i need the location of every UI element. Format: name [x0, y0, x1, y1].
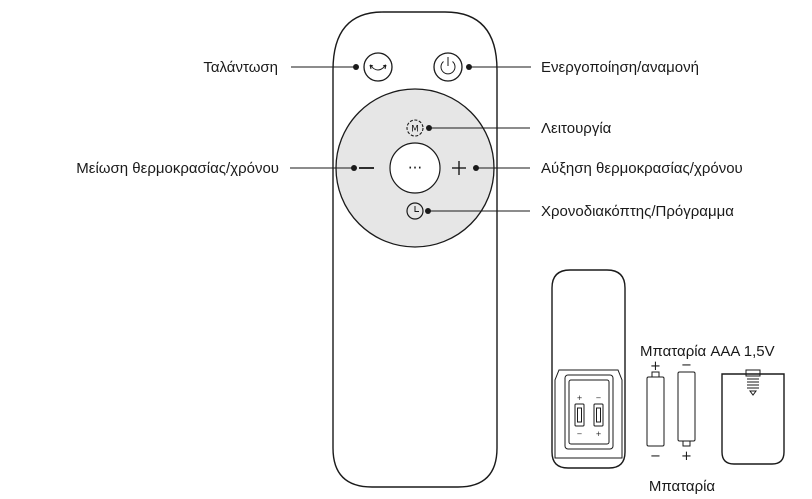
battery-cover-icon — [721, 369, 785, 465]
label-battery: Μπαταρία — [649, 478, 716, 495]
svg-text:+: + — [577, 394, 583, 402]
plus-button[interactable] — [452, 161, 466, 175]
svg-text:−: − — [596, 394, 602, 402]
label-increase: Αύξηση θερμοκρασίας/χρόνου — [541, 160, 743, 177]
label-timer-program: Χρονοδιακόπτης/Πρόγραμμα — [541, 203, 734, 220]
menu-icon: ··· — [408, 159, 422, 177]
power-button[interactable] — [433, 52, 463, 82]
remote-back-view: + − − + — [551, 269, 626, 469]
label-oscillation: Ταλάντωση — [203, 59, 278, 76]
svg-text:+: + — [596, 430, 602, 438]
power-icon — [440, 57, 456, 75]
svg-text:−: − — [577, 430, 583, 438]
label-power-standby: Ενεργοποίηση/αναμονή — [541, 59, 699, 76]
mode-button[interactable]: M — [406, 119, 424, 137]
svg-text:+: + — [650, 359, 661, 374]
mode-icon — [406, 119, 424, 137]
oscillation-button[interactable] — [363, 52, 393, 82]
label-battery-type: Μπαταρία AAA 1,5V — [640, 343, 775, 360]
remote-body — [332, 11, 498, 488]
clock-icon — [406, 202, 424, 220]
oscillation-icon — [369, 64, 387, 71]
label-mode: Λειτουργία — [541, 120, 612, 137]
center-button[interactable] — [389, 142, 441, 194]
svg-text:−: − — [681, 358, 692, 373]
timer-button[interactable] — [406, 202, 424, 220]
battery-icon: + − − + — [646, 358, 696, 464]
svg-text:−: − — [650, 449, 661, 464]
label-decrease: Μείωση θερμοκρασίας/χρόνου — [76, 160, 279, 177]
svg-text:+: + — [681, 449, 692, 464]
svg-text:M: M — [411, 125, 419, 135]
